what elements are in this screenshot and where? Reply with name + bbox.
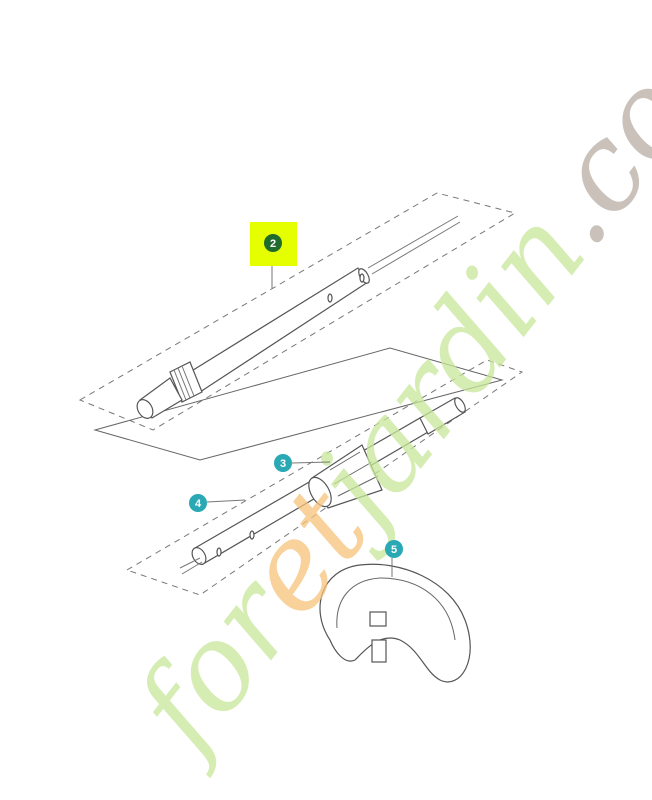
svg-text:2: 2 [270,238,276,250]
callout-2[interactable]: 2 [250,222,297,288]
upper-shaft-part [136,215,461,419]
callout-4[interactable]: 4 [189,494,246,512]
grip-part [308,444,383,509]
svg-text:4: 4 [195,498,202,510]
upper-dashed-frame [78,192,517,431]
loop-handle-part [319,563,471,683]
lower-dashed-frame [125,359,524,596]
svg-text:5: 5 [391,544,397,556]
subassembly-frame [93,347,504,461]
callout-3[interactable]: 3 [274,454,331,472]
callout-5[interactable]: 5 [385,540,403,577]
svg-text:3: 3 [280,458,286,470]
